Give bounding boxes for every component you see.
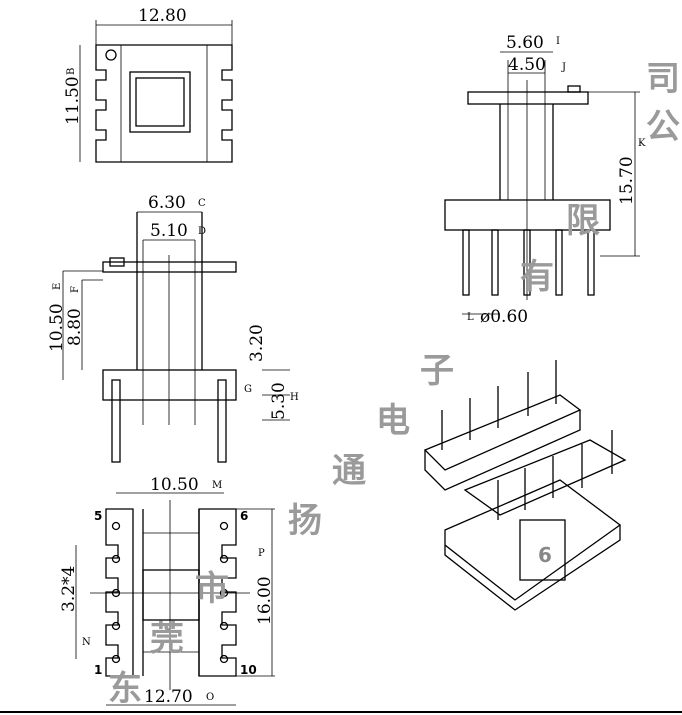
pin-10: 10: [240, 663, 257, 677]
watermark-char: 子: [420, 351, 454, 391]
dim-o: 12.70: [144, 687, 193, 707]
dim-i: 5.60: [506, 33, 544, 53]
watermark-char: 莞: [150, 619, 184, 659]
label-h: H: [290, 392, 299, 403]
watermark-char: 通: [332, 451, 366, 491]
label-i: I: [556, 36, 560, 47]
dim-k: 15.70: [617, 156, 637, 205]
dim-e: 10.50: [47, 303, 67, 352]
label-k: K: [638, 138, 646, 149]
watermark-char: 电: [376, 401, 410, 441]
watermark-char: 扬: [288, 501, 322, 541]
watermark-char: 市: [195, 569, 229, 609]
label-e: E: [52, 283, 63, 290]
label-l: L: [467, 312, 474, 323]
watermark-char: 限: [566, 201, 600, 241]
label-f: F: [70, 286, 81, 293]
label-c: C: [198, 198, 206, 209]
watermark-char: 公: [646, 107, 680, 147]
label-o: O: [206, 692, 214, 703]
label-d: D: [198, 226, 206, 237]
label-m: M: [212, 480, 222, 491]
pin-1: 1: [94, 663, 102, 677]
isometric-view: 6: [423, 360, 627, 611]
label-g: G: [244, 384, 252, 395]
watermark: 东 莞 市 扬 通 电 子 有 限 公 司: [108, 59, 680, 709]
dim-h: 5.30: [269, 382, 289, 420]
dim-p: 16.00: [255, 576, 275, 625]
label-b: B: [66, 68, 77, 75]
dim-m: 10.50: [150, 475, 199, 495]
dim-l: ø0.60: [480, 307, 528, 327]
pin-5: 5: [94, 509, 102, 523]
watermark-char: 司: [646, 59, 680, 99]
dim-c: 6.30: [148, 193, 186, 213]
label-n: N: [82, 637, 91, 648]
bottom-view: 10.50 M 3.2*4 16.00 P 12.70 O N 5 6 1 10: [59, 475, 275, 707]
label-j: J: [561, 62, 566, 73]
dim-j: 4.50: [508, 55, 546, 75]
dim-d: 5.10: [150, 221, 188, 241]
watermark-char: 东: [108, 669, 142, 709]
pin-6: 6: [240, 509, 248, 523]
dim-top-height: 11.50: [63, 76, 83, 125]
top-view: 12.80 11.50 B: [63, 6, 233, 163]
dim-3-20: 3.20: [247, 324, 267, 362]
dim-top-width: 12.80: [138, 6, 187, 26]
watermark-char: 有: [520, 257, 554, 297]
dim-f: 8.80: [65, 308, 85, 346]
dim-3-2x4: 3.2*4: [59, 566, 79, 612]
label-p: P: [258, 548, 265, 559]
iso-label: 6: [538, 543, 552, 567]
